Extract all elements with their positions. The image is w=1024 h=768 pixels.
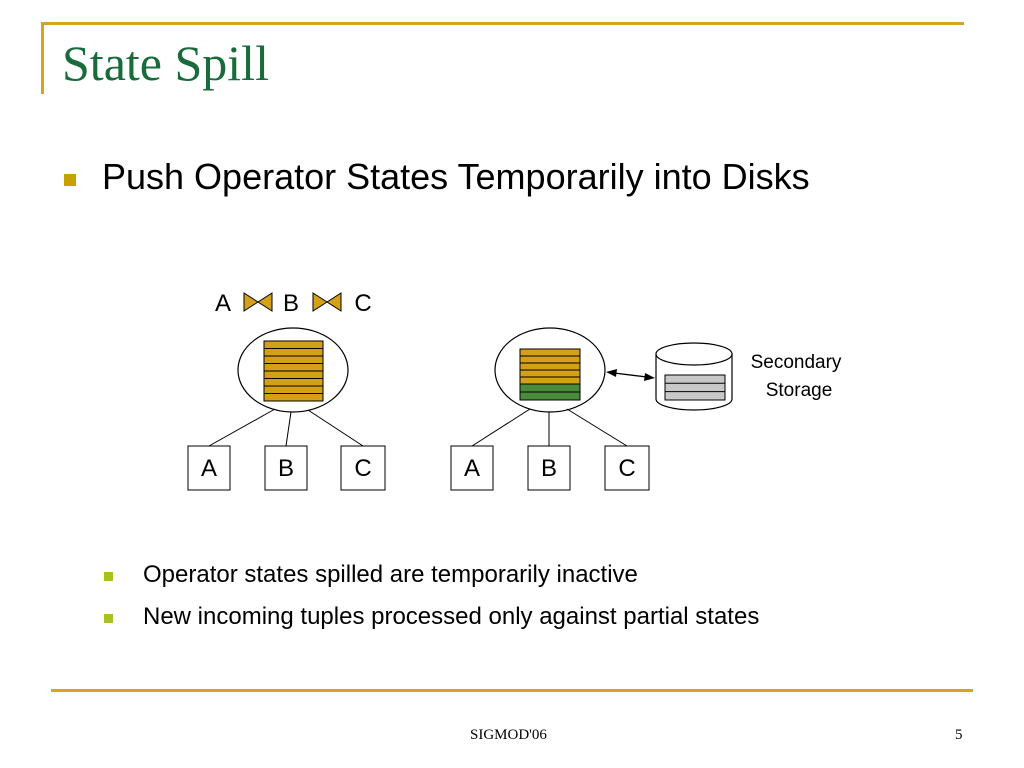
page-number: 5 [955,727,963,743]
right-input-b: B [527,445,571,491]
sub-bullet-marker-2 [104,614,113,623]
sub-bullet-marker-1 [104,572,113,581]
sub-bullet-text-2: New incoming tuples processed only again… [143,603,760,630]
footer-venue: SIGMOD'06 [470,727,547,743]
slide-title: State Spill [62,35,269,91]
footer-rule [51,689,973,692]
title-frame-horizontal [41,22,964,25]
join-icon-1 [243,292,273,312]
right-operator [494,327,606,413]
sub-bullet-text-1: Operator states spilled are temporarily … [143,561,638,588]
left-input-c-label: C [354,455,371,482]
left-input-a: A [187,445,231,491]
join-label-c: C [354,290,371,317]
main-bullet-text: Push Operator States Temporarily into Di… [102,156,810,197]
right-input-a-label: A [464,455,480,482]
disk-cylinder-icon [655,342,733,411]
bullet-marker [64,174,76,186]
storage-label-line1: Secondary [751,352,842,373]
left-operator [237,327,349,413]
join-label-b: B [283,290,299,317]
left-input-b-label: B [278,455,294,482]
join-icon-2 [312,292,342,312]
left-tree-edges [208,408,364,447]
title-frame-vertical [41,22,44,94]
right-input-b-label: B [541,455,557,482]
right-tree-edges [471,408,628,447]
left-input-c: C [340,445,386,491]
storage-label-line2: Storage [766,380,833,401]
left-input-a-label: A [201,455,217,482]
right-input-a: A [450,445,494,491]
left-input-b: B [264,445,308,491]
join-label-a: A [215,290,231,317]
right-input-c-label: C [618,455,635,482]
spill-arrow [606,369,655,381]
right-input-c: C [604,445,650,491]
